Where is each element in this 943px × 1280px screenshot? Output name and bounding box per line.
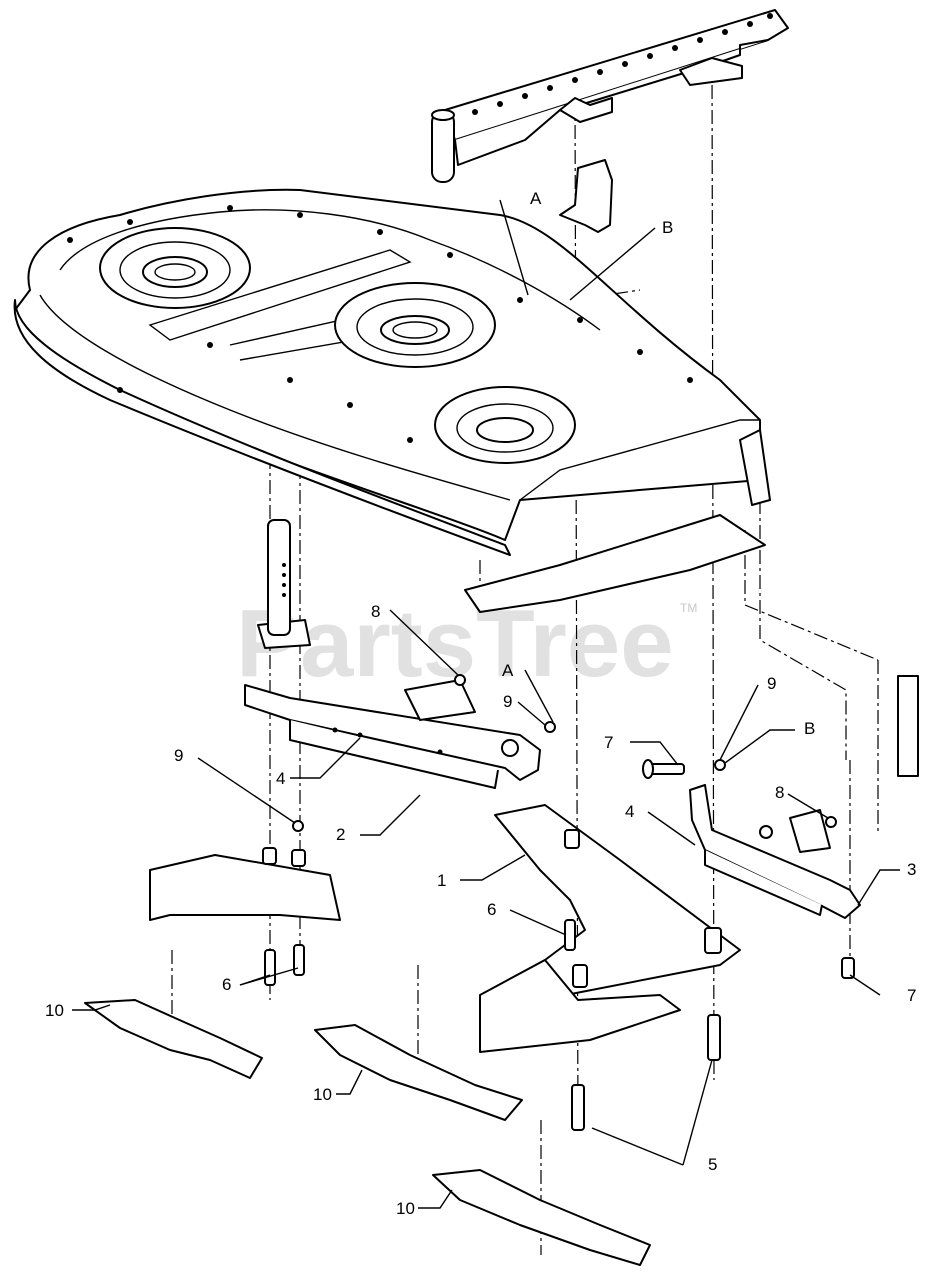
callout-9-mid: 9: [503, 692, 512, 711]
left-blade-shield: [149, 854, 341, 921]
callout-labels: A B 8 A 9 9 4 2 9 B 7 8 4 3 1 6 6 7 10 1…: [45, 189, 916, 1218]
spacer-left-b: [291, 849, 306, 867]
callout-4-left: 4: [276, 769, 285, 788]
center-spindle-housing: [334, 282, 496, 368]
callout-a-mid: A: [502, 661, 514, 680]
nut-8-right: [825, 816, 837, 828]
callout-a-top: A: [530, 189, 542, 208]
callout-b-right: B: [804, 719, 815, 738]
callout-6-left: 6: [222, 975, 231, 994]
right-gauge-wheel-bracket: [689, 784, 861, 919]
callout-10-center: 10: [313, 1085, 332, 1104]
callout-9-right: 9: [767, 674, 776, 693]
callout-6-right: 6: [487, 900, 496, 919]
right-mount-post: [897, 675, 919, 777]
front-hanger-bracket: [559, 159, 613, 233]
callout-7-upper: 7: [604, 733, 613, 752]
washer-9-left: [544, 721, 556, 733]
bolt-7-upper: [642, 759, 685, 779]
callout-4-right: 4: [625, 802, 634, 821]
bolts-5: [571, 1014, 721, 1131]
right-spindle-housing: [434, 386, 576, 464]
callout-8-left: 8: [371, 602, 380, 621]
callout-7-lower: 7: [907, 986, 916, 1005]
blade-left: [84, 999, 263, 1079]
washer-9-lower: [292, 820, 304, 832]
callout-3: 3: [907, 860, 916, 879]
right-blade-shield: [479, 804, 741, 1053]
callout-9-left: 9: [174, 746, 183, 765]
callout-2: 2: [336, 825, 345, 844]
callout-1: 1: [437, 871, 446, 890]
bolts-6: [264, 919, 576, 986]
callout-10-right: 10: [396, 1199, 415, 1218]
callout-5: 5: [708, 1155, 717, 1174]
leader-lines: [72, 199, 900, 1209]
deck-baffle: [464, 514, 766, 613]
callout-10-left: 10: [45, 1001, 64, 1020]
blade-right: [432, 1169, 651, 1266]
bolt-7-lower: [841, 957, 855, 979]
deck-hanger-bracket: [431, 9, 789, 183]
left-gauge-wheel-bracket: [244, 679, 541, 789]
left-spindle-housing: [99, 227, 251, 309]
nut-8-left: [454, 674, 466, 686]
left-mount-post: [257, 519, 311, 649]
watermark-trademark: TM: [680, 601, 697, 615]
spacer-left-a: [262, 847, 277, 865]
callout-b-top: B: [662, 218, 673, 237]
washer-9-right: [714, 759, 726, 771]
callout-8-right: 8: [775, 783, 784, 802]
blade-center: [314, 1024, 523, 1121]
mower-deck: [13, 188, 771, 556]
